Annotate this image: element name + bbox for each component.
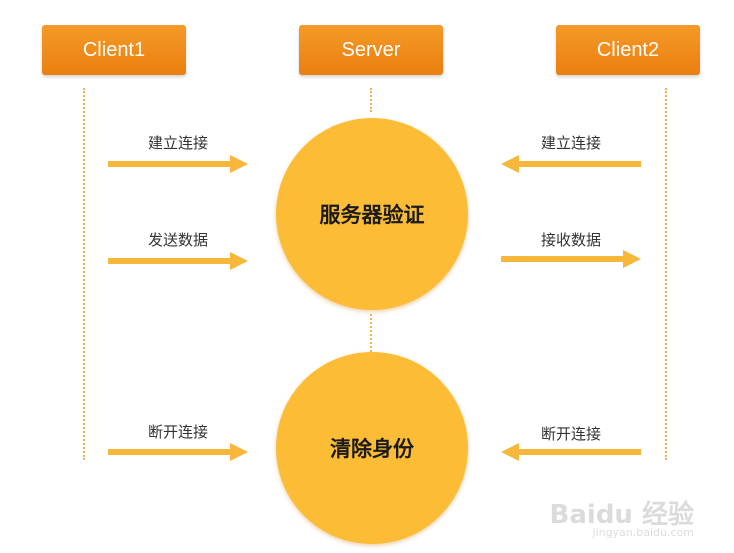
client2-box: Client2	[556, 25, 700, 75]
client2-receive-label: 接收数据	[540, 231, 601, 249]
client2-lifeline	[665, 88, 667, 460]
client2-disconnect-arrow	[501, 443, 641, 461]
client2-connect-arrow	[501, 155, 641, 173]
clear-identity-label: 清除身份	[330, 437, 414, 461]
server-verify-label: 服务器验证	[319, 203, 425, 227]
server-verify-circle: 服务器验证	[276, 118, 468, 310]
server-box: Server	[299, 25, 443, 75]
client1-box: Client1	[42, 25, 186, 75]
baidu-logo: Baidu 经验	[549, 500, 694, 530]
client1-disconnect-label: 断开连接	[147, 423, 208, 441]
client2-disconnect-label: 断开连接	[540, 425, 601, 443]
client1-send-label: 发送数据	[147, 231, 208, 249]
server-lifeline-top	[370, 88, 372, 112]
watermark-url: jingyan.baidu.com	[592, 526, 694, 539]
client1-send-arrow	[108, 252, 248, 270]
client1-lifeline	[83, 88, 85, 460]
baidu-watermark: Baidu 经验 jingyan.baidu.com	[549, 494, 694, 539]
client2-receive-arrow	[501, 250, 641, 268]
server-lifeline-middle	[370, 314, 372, 352]
client1-connect-label: 建立连接	[147, 134, 208, 152]
client1-connect-arrow	[108, 155, 248, 173]
clear-identity-circle: 清除身份	[276, 352, 468, 544]
client1-disconnect-arrow	[108, 443, 248, 461]
client2-connect-label: 建立连接	[540, 134, 601, 152]
